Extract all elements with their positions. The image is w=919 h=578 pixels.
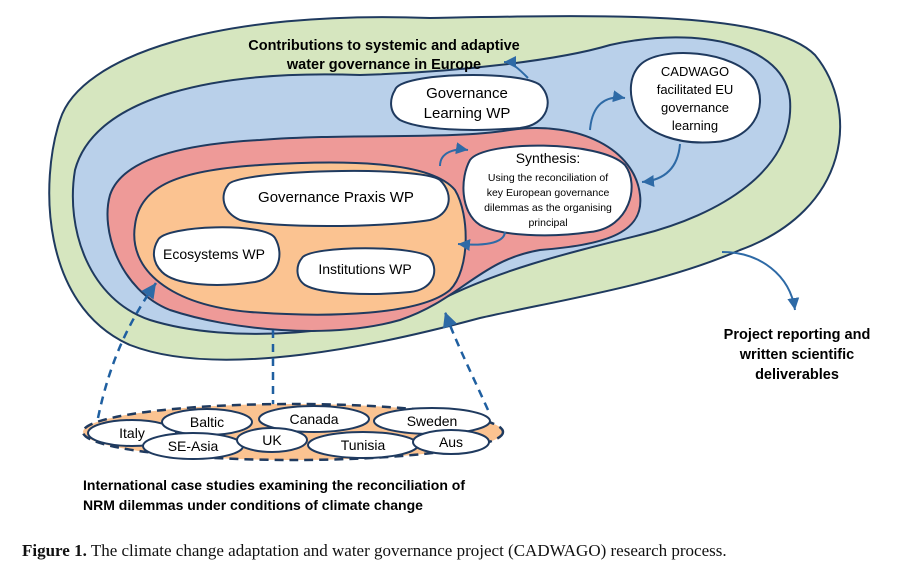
cadwago-line3: governance bbox=[661, 100, 729, 115]
country-sweden-label: Sweden bbox=[407, 413, 458, 429]
country-italy-label: Italy bbox=[119, 425, 145, 441]
cadwago-line1: CADWAGO bbox=[661, 64, 729, 79]
governance-praxis-label: Governance Praxis WP bbox=[258, 189, 414, 206]
country-canada bbox=[258, 405, 370, 433]
case-studies-line2: NRM dilemmas under conditions of climate… bbox=[83, 497, 423, 513]
institutions-label: Institutions WP bbox=[318, 261, 411, 277]
arrow-to-cadwago bbox=[589, 90, 626, 131]
synthesis-bubble bbox=[462, 144, 633, 237]
governance-praxis-bubble bbox=[222, 169, 450, 227]
arrow-into-synthesis bbox=[439, 142, 469, 167]
cadwago-bubble bbox=[629, 52, 761, 144]
cadwago-line2: facilitated EU bbox=[657, 82, 734, 97]
country-baltic-label: Baltic bbox=[190, 414, 224, 430]
arrow-cadwago-to-synthesis bbox=[641, 143, 681, 187]
governance-learning-line1: Governance bbox=[426, 85, 508, 102]
reporting-line1: Project reporting and bbox=[724, 327, 871, 343]
arrow-to-contributions bbox=[503, 56, 529, 79]
country-uk bbox=[236, 427, 308, 453]
ecosystems-bubble bbox=[152, 226, 281, 286]
country-aus-label: Aus bbox=[439, 434, 463, 450]
figure-caption-label: Figure 1. bbox=[22, 541, 87, 560]
governance-learning-line2: Learning WP bbox=[424, 105, 511, 122]
contributions-line1: Contributions to systemic and adaptive bbox=[248, 38, 520, 54]
synthesis-title: Synthesis: bbox=[516, 150, 581, 166]
country-uk-label: UK bbox=[262, 432, 282, 448]
figure-caption-text: The climate change adaptation and water … bbox=[90, 541, 727, 560]
country-canada-label: Canada bbox=[289, 411, 338, 427]
figure-caption: Figure 1. The climate change adaptation … bbox=[22, 541, 912, 561]
reporting-line2: written scientific bbox=[739, 347, 854, 363]
reporting-line3: deliverables bbox=[755, 367, 839, 383]
arrow-synthesis-to-orange bbox=[457, 231, 506, 251]
arrow-to-reporting bbox=[721, 251, 800, 311]
synthesis-line1: Using the reconciliation of bbox=[488, 172, 608, 184]
country-tunisia-label: Tunisia bbox=[341, 437, 386, 453]
contributions-line2: water governance in Europe bbox=[286, 57, 481, 73]
case-studies-line1: International case studies examining the… bbox=[83, 477, 465, 493]
institutions-bubble bbox=[296, 247, 436, 295]
country-aus bbox=[412, 429, 490, 455]
synthesis-line2: key European governance bbox=[487, 187, 610, 199]
ecosystems-label: Ecosystems WP bbox=[163, 246, 265, 262]
dashed-arrow-left bbox=[96, 282, 158, 419]
dashed-arrow-right bbox=[442, 311, 490, 411]
synthesis-line4: principal bbox=[528, 217, 567, 229]
country-se-asia-label: SE-Asia bbox=[168, 438, 219, 454]
synthesis-line3: dilemmas as the organising bbox=[484, 202, 612, 214]
cadwago-line4: learning bbox=[672, 118, 718, 133]
governance-learning-bubble bbox=[390, 73, 549, 131]
